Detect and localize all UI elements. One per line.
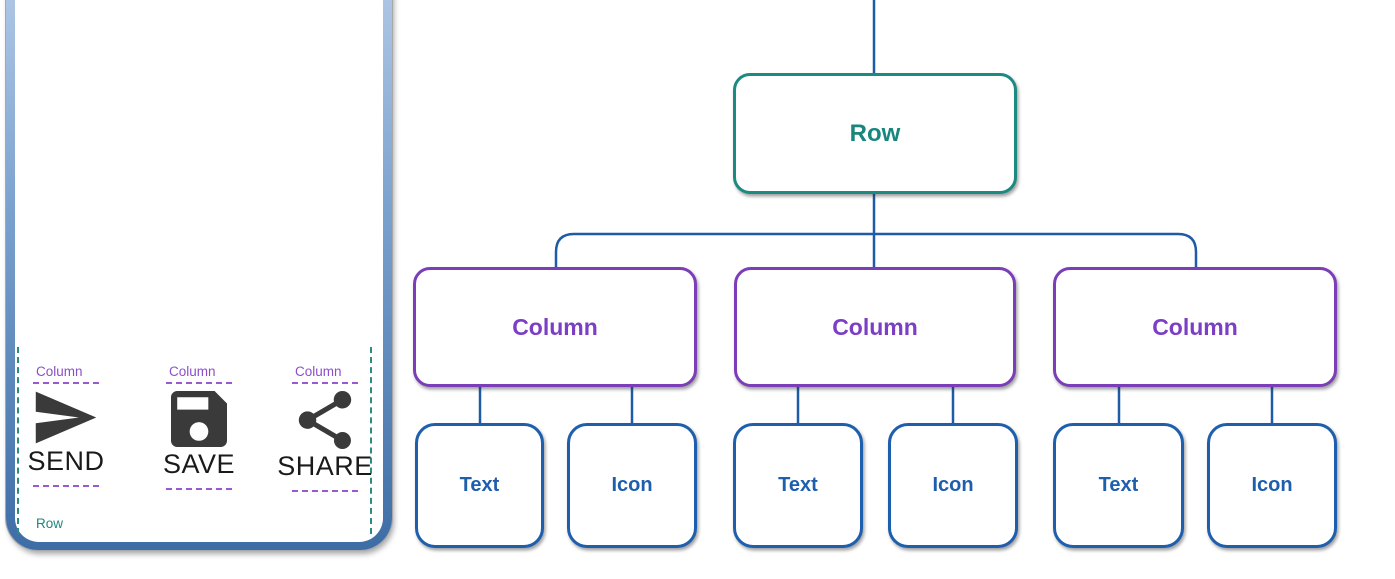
tree-node-text-3[interactable]: Text [1053,423,1184,548]
tree-node-column-label: Column [1152,313,1238,340]
share-label: SHARE [277,451,373,481]
tree-node-column-1[interactable]: Column [413,267,697,387]
tree-node-icon-1[interactable]: Icon [567,423,697,548]
column-top-dashed-line [166,382,232,384]
column-top-dashed-line [33,382,99,384]
tree-node-row-label: Row [849,119,901,147]
preview-column-save[interactable]: Column SAVE [162,361,236,490]
save-label: SAVE [162,449,236,479]
column-overlay-label: Column [295,364,342,379]
column-overlay-label: Column [36,364,83,379]
tree-node-column-label: Column [832,313,918,340]
tree-node-icon-2[interactable]: Icon [888,423,1018,548]
tree-node-column-3[interactable]: Column [1053,267,1337,387]
row-overlay-label: Row [36,516,64,531]
column-bottom-dashed-line [292,490,358,492]
tree-node-column-label: Column [512,313,598,340]
tree-node-icon-label: Icon [932,474,974,496]
tree-node-text-label: Text [459,474,500,496]
preview-column-share[interactable]: Column SHARE [277,361,372,492]
device-frame [6,0,392,550]
tree-node-row[interactable]: Row [733,73,1017,194]
column-top-dashed-line [292,382,358,384]
tree-node-column-2[interactable]: Column [734,267,1016,387]
tree-node-text-2[interactable]: Text [733,423,863,548]
tree-node-text-label: Text [778,474,818,496]
row-bounds-overlay: Row [17,347,372,534]
send-icon[interactable] [35,391,97,444]
save-icon[interactable] [171,391,227,447]
preview-column-send[interactable]: Column SEND [28,361,104,487]
column-overlay-label: Column [169,364,216,379]
share-icon[interactable] [297,391,353,449]
device-screen [15,0,383,542]
tree-node-text-label: Text [1098,474,1139,496]
column-bottom-dashed-line [33,485,99,487]
tree-node-icon-label: Icon [1251,474,1293,496]
tree-node-icon-3[interactable]: Icon [1207,423,1337,548]
column-bottom-dashed-line [166,488,232,490]
send-label: SEND [27,446,105,476]
tree-node-icon-label: Icon [611,474,653,496]
tree-node-text-1[interactable]: Text [415,423,544,548]
